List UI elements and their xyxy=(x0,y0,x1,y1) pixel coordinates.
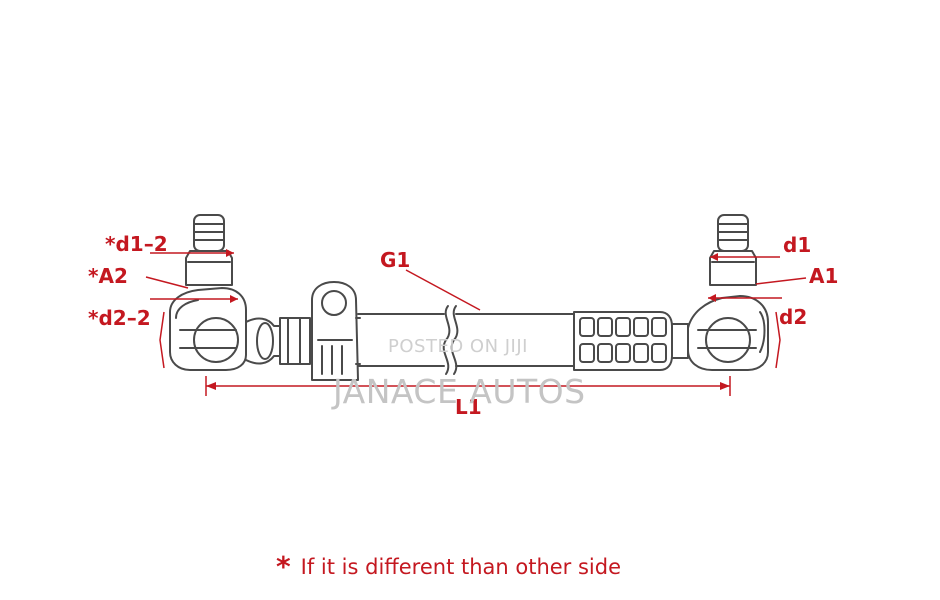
watermark-janace-autos: JANACE AUTOS xyxy=(333,372,586,411)
asterisk-icon: * xyxy=(276,550,291,583)
label-l1: L1 xyxy=(455,395,482,419)
right-ball-joint xyxy=(687,214,769,371)
footnote: * If it is different than other side xyxy=(276,553,621,581)
tie-rod-tube xyxy=(357,305,575,375)
label-a1: A1 xyxy=(809,264,839,288)
footnote-text: If it is different than other side xyxy=(300,555,622,579)
watermark-posted-on-jiji: POSTED ON JIJI xyxy=(388,336,528,357)
tube-grip-section xyxy=(573,311,689,371)
label-d2: d2 xyxy=(779,305,808,329)
label-d2-2: *d2–2 xyxy=(88,306,151,330)
label-d1-2: *d1–2 xyxy=(105,232,168,256)
label-g1: G1 xyxy=(380,248,411,272)
label-d1: d1 xyxy=(783,233,812,257)
left-clamp xyxy=(279,281,361,381)
left-ball-joint xyxy=(169,214,281,371)
label-a2: *A2 xyxy=(88,264,128,288)
